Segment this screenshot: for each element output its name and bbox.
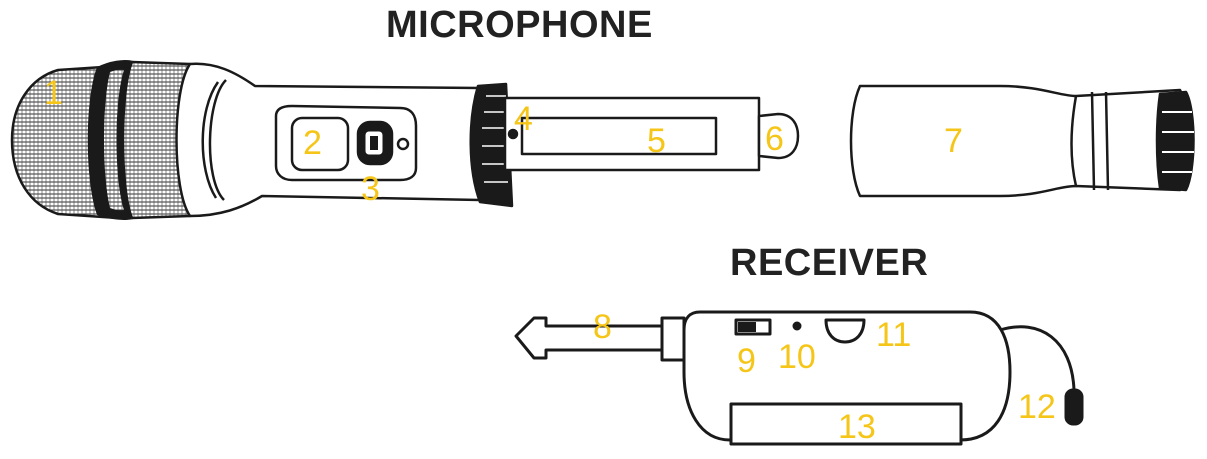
callout-7: 7 <box>944 122 963 160</box>
battery-slot <box>520 116 718 156</box>
battery-cover-grip <box>1155 90 1195 192</box>
mic-power-switch <box>290 116 350 172</box>
mic-coupling-ring <box>469 82 514 208</box>
callout-5: 5 <box>647 122 666 160</box>
callout-2: 2 <box>303 124 322 162</box>
microphone-body <box>10 60 1195 221</box>
callout-1: 1 <box>44 74 63 112</box>
receiver-body <box>514 310 1084 446</box>
callout-12: 12 <box>1018 388 1056 426</box>
callout-8: 8 <box>593 308 612 346</box>
receiver-battery-door <box>729 402 963 446</box>
callout-6: 6 <box>765 120 784 158</box>
callout-13: 13 <box>838 408 876 446</box>
battery-end-cap <box>757 112 800 160</box>
callout-3: 3 <box>361 170 380 208</box>
receiver-antenna <box>999 325 1076 391</box>
callout-11: 11 <box>876 316 911 354</box>
callout-10: 10 <box>778 338 816 376</box>
receiver-pair-button <box>824 318 866 344</box>
microphone-heading: MICROPHONE <box>386 4 653 46</box>
receiver-heading: RECEIVER <box>730 242 929 284</box>
battery-cover <box>849 84 1191 198</box>
receiver-jack-plug <box>514 316 664 360</box>
callout-9: 9 <box>737 342 756 380</box>
mic-indicator-led <box>396 137 410 151</box>
receiver-indicator-led <box>792 321 802 331</box>
callout-4: 4 <box>514 100 533 138</box>
